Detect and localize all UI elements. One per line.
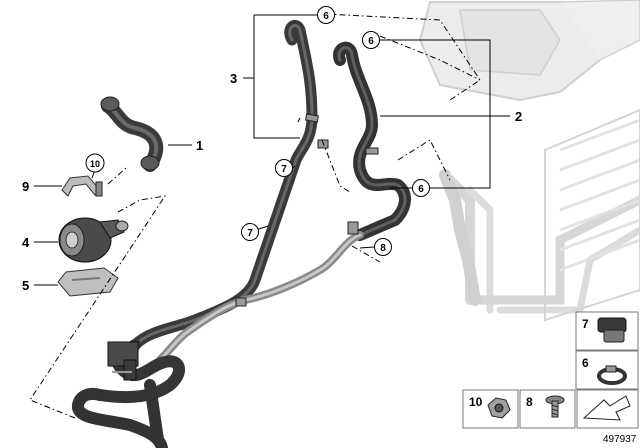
callout-part-1: 1 — [196, 138, 203, 153]
circled-callout-6-lower: 6 — [412, 179, 430, 197]
circled-callout-6-top: 6 — [317, 6, 335, 24]
leader-lines — [34, 14, 510, 286]
circled-callout-10: 10 — [85, 153, 105, 173]
callout-part-3: 3 — [230, 71, 237, 86]
valve-lower — [107, 341, 139, 381]
clamp-7-icon — [597, 317, 627, 343]
callout-part-5: 5 — [22, 278, 29, 293]
callout-part-9: 9 — [22, 179, 29, 194]
circled-callout-7-lower: 7 — [241, 223, 259, 241]
assembly-dash-lines — [29, 13, 481, 419]
callout-part-2: 2 — [515, 109, 522, 124]
direction-arrow-icon — [582, 395, 631, 421]
circled-callout-8-label: 8 — [380, 243, 386, 254]
circled-callout-8: 8 — [374, 238, 392, 256]
legend-label-6: 6 — [582, 356, 589, 370]
legend-panel: 7 6 10 8 — [462, 311, 639, 429]
circled-callout-6-upper-label: 6 — [368, 36, 374, 47]
legend-box-8 — [519, 389, 576, 429]
circled-callout-7-upper: 7 — [275, 159, 293, 177]
circled-callout-6-lower-label: 6 — [418, 184, 424, 195]
legend-label-7: 7 — [582, 317, 589, 331]
circled-callout-7-lower-label: 7 — [247, 228, 253, 239]
circled-callout-10-label: 10 — [90, 159, 100, 169]
bracket-part-9 — [61, 175, 103, 197]
hose-part-1 — [100, 96, 164, 172]
coolant-pump-part-4 — [58, 217, 129, 263]
pump-bracket-part-5 — [57, 267, 119, 297]
hose-clamp-6-icon — [597, 365, 627, 385]
callout-part-4: 4 — [22, 235, 30, 250]
circled-callout-7-upper-label: 7 — [281, 164, 287, 175]
nut-10-icon — [487, 397, 511, 419]
legend-label-10: 10 — [469, 395, 483, 409]
ghost-background-components — [418, 0, 640, 322]
circled-callout-6-top-label: 6 — [323, 11, 329, 22]
screw-8-icon — [545, 395, 565, 418]
circled-callout-6-upper: 6 — [362, 31, 380, 49]
hose-clamps — [235, 113, 379, 307]
hose-part-2-3-assembly — [72, 20, 411, 448]
diagram-reference-number: 497937 — [603, 434, 637, 445]
legend-label-8: 8 — [526, 395, 533, 409]
